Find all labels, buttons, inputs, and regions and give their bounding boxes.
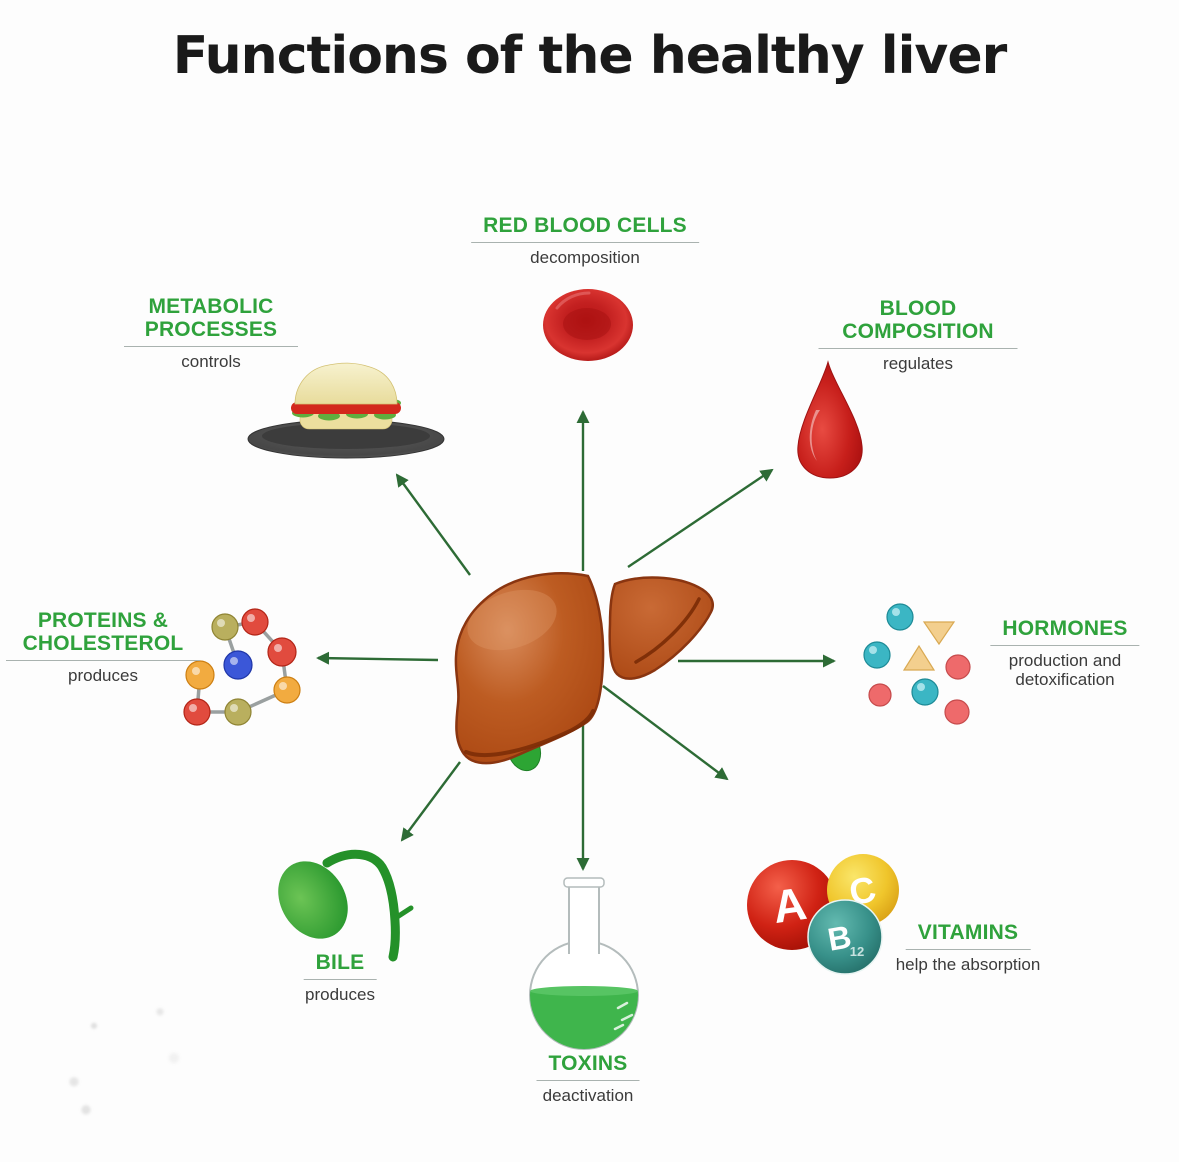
- arrow-to-blood-composition: [627, 468, 774, 568]
- label-bile: BILE produces: [303, 951, 377, 1005]
- blood-composition-heading: BLOOD COMPOSITION: [818, 297, 1018, 350]
- toxins-sublabel: deactivation: [542, 1086, 634, 1106]
- arrow-to-proteins: [316, 651, 439, 665]
- liver-left-lobe: [454, 572, 605, 765]
- liver-highlight: [467, 589, 557, 651]
- vitamin-balls-icon: C A B 12: [747, 854, 899, 975]
- label-metabolic-processes: METABOLIC PROCESSES controls: [124, 295, 298, 371]
- label-hormones: HORMONES production and detoxification: [990, 617, 1140, 690]
- bile-sublabel: produces: [305, 985, 375, 1005]
- flask-icon: [529, 877, 639, 1050]
- blood-drop-icon: [797, 360, 863, 479]
- arrow-to-bile: [400, 761, 461, 842]
- liver-right-lobe: [608, 576, 715, 680]
- toxins-heading: TOXINS: [536, 1052, 640, 1082]
- liver-bottom-crease: [464, 709, 595, 757]
- tomato-layer: [291, 402, 401, 414]
- hormones-heading: HORMONES: [990, 617, 1140, 647]
- proteins-cholesterol-heading: PROTEINS & CHOLESTEROL: [6, 609, 200, 662]
- vitamin-b12-subscript: 12: [850, 944, 864, 959]
- label-toxins: TOXINS deactivation: [536, 1052, 640, 1106]
- liver-right-crease: [634, 597, 701, 664]
- label-blood-composition: BLOOD COMPOSITION regulates: [818, 297, 1018, 374]
- blood-composition-sublabel: regulates: [883, 354, 953, 374]
- gallbladder-icon: [278, 849, 414, 962]
- arrow-to-vitamins: [602, 685, 729, 781]
- page-title: Functions of the healthy liver: [172, 26, 1008, 86]
- arrow-to-metabolic: [395, 473, 471, 576]
- proteins-cholesterol-sublabel: produces: [68, 666, 138, 686]
- vitamin-a-letter: A: [770, 877, 810, 933]
- metabolic-processes-heading: METABOLIC PROCESSES: [124, 295, 298, 348]
- red-blood-cells-sublabel: decomposition: [530, 248, 640, 268]
- liver-gallbladder-icon: [454, 572, 715, 772]
- burger-plate-icon: [247, 362, 445, 459]
- label-red-blood-cells: RED BLOOD CELLS decomposition: [471, 214, 699, 267]
- watermark-smudge: [50, 995, 250, 1135]
- bun-top: [294, 362, 398, 405]
- vitamin-b12-ball: [807, 899, 883, 975]
- vitamins-sublabel: help the absorption: [895, 955, 1041, 975]
- label-vitamins: VITAMINS help the absorption: [896, 921, 1041, 974]
- red-blood-cells-heading: RED BLOOD CELLS: [471, 214, 699, 244]
- metabolic-processes-sublabel: controls: [181, 352, 241, 372]
- flask-liquid: [530, 991, 638, 1049]
- hormone-molecules-icon: [863, 603, 971, 725]
- bile-heading: BILE: [303, 951, 377, 981]
- red-blood-cell-icon: [543, 289, 633, 361]
- label-proteins-cholesterol: PROTEINS & CHOLESTEROL produces: [6, 609, 200, 685]
- hormones-sublabel: production and detoxification: [1008, 651, 1122, 690]
- vitamins-heading: VITAMINS: [905, 921, 1031, 951]
- molecule-chain-icon: [183, 608, 301, 726]
